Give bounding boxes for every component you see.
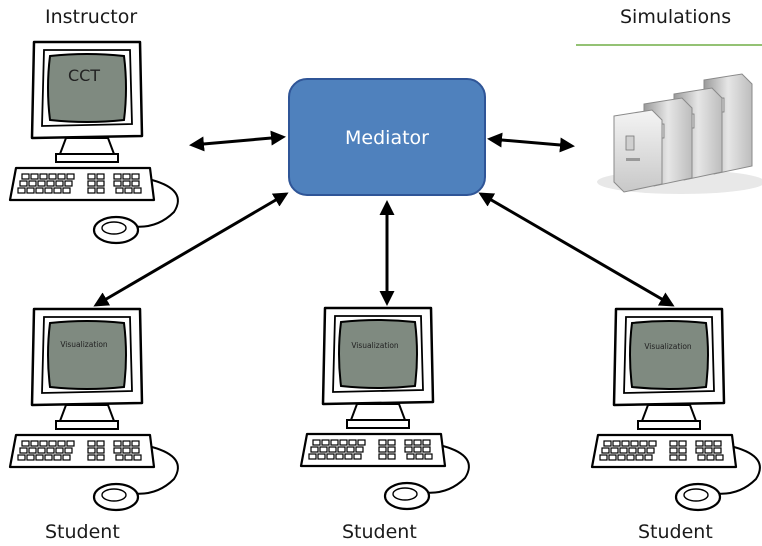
- server-stack-icon: [597, 73, 762, 194]
- mediator-student-right-arrow: [478, 192, 675, 307]
- student-center-label: Student: [342, 521, 417, 543]
- student-right-label: Student: [638, 521, 713, 543]
- mediator-box: [288, 78, 486, 196]
- instructor-mediator-arrow: [189, 130, 286, 152]
- student-center-computer-icon: Visualization: [299, 306, 471, 511]
- mediator-student-left-arrow: [93, 192, 289, 307]
- mediator-simulations-arrow: [487, 132, 575, 153]
- mediator-node: Mediator: [288, 78, 486, 196]
- mediator-label: Mediator: [345, 127, 429, 149]
- student-right-screen-text: Visualization: [644, 342, 692, 351]
- student-left-computer-icon: Visualization: [8, 307, 180, 512]
- instructor-computer-icon: CCT: [8, 40, 180, 245]
- simulations-label: Simulations: [620, 6, 731, 28]
- student-center-screen-text: Visualization: [351, 341, 399, 350]
- student-left-label: Student: [45, 521, 120, 543]
- instructor-screen-text: CCT: [68, 66, 100, 85]
- instructor-label: Instructor: [45, 6, 137, 28]
- student-left-screen-text: Visualization: [60, 340, 108, 349]
- student-right-computer-icon: Visualization: [590, 307, 762, 512]
